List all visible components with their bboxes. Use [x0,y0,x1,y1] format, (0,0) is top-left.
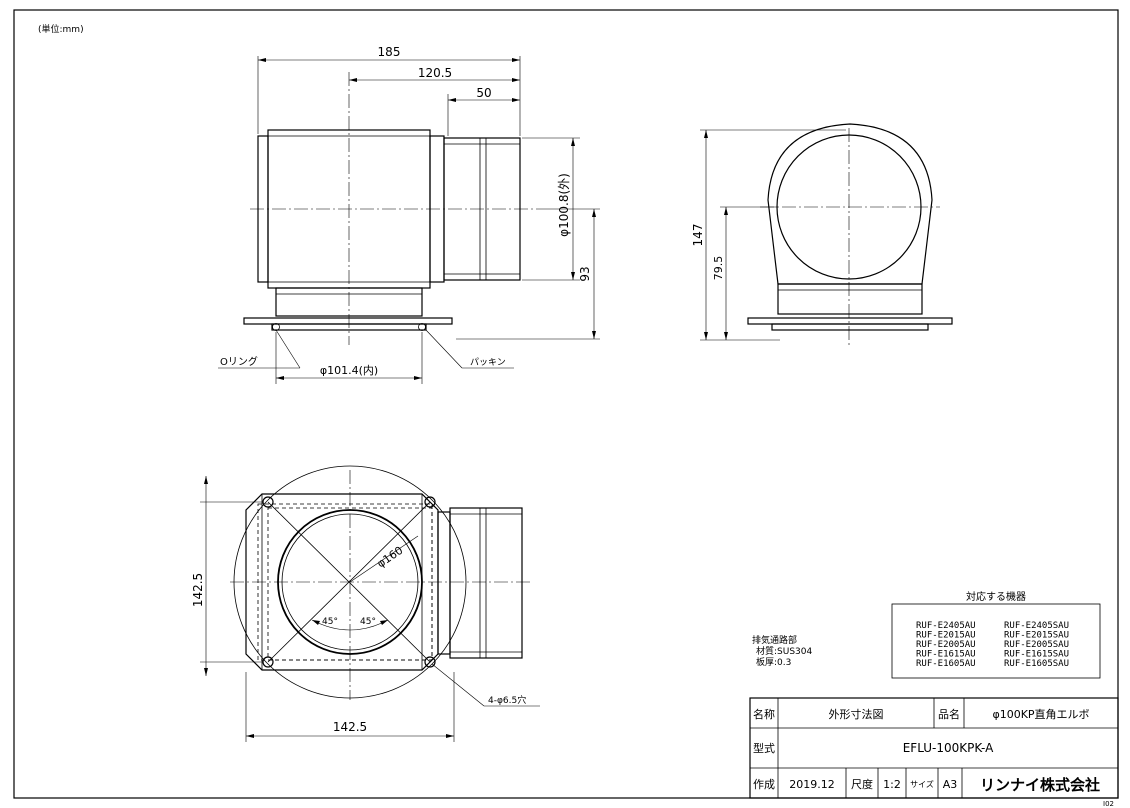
compatible-model: RUF-E1615AU [916,650,976,660]
dim-142-5-horizontal: 142.5 [333,720,367,734]
dim-79-5: 79.5 [712,256,725,281]
title-block: 名称 外形寸法図 品名 φ100KP直角エルボ 型式 EFLU-100KPK-A… [749,697,1119,808]
company-name: リンナイ株式会社 [980,776,1100,794]
corner-code: I02 [1103,800,1114,808]
scale-label: 尺度 [851,777,873,791]
dim-inner-diameter: φ101.4(内) [320,363,378,377]
compatible-models: 対応する機器 RUF-E2405AURUF-E2015AURUF-E2005AU… [891,590,1101,679]
angle-left: 45° [322,617,338,627]
dim-50: 50 [476,86,491,100]
compatible-model: RUF-E1605SAU [1004,659,1069,669]
compatible-model: RUF-E2015SAU [1004,631,1069,641]
compatible-title: 対応する機器 [966,590,1026,603]
material-note: 排気通路部 材質:SUS304 板厚:0.3 [752,634,812,668]
label-oring: Oリング [220,355,258,368]
top-view: φ160 45° 45° 142.5 142.5 4-φ6.5穴 [191,465,540,742]
compatible-model: RUF-E2405AU [916,621,976,631]
size-value: A3 [943,778,958,791]
dim-93: 93 [578,266,592,281]
dim-120-5: 120.5 [418,66,452,80]
hole-note: 4-φ6.5穴 [488,694,526,706]
side-view: 147 79.5 [691,123,953,345]
created-label: 作成 [753,778,775,791]
name-value: 外形寸法図 [829,707,884,721]
compatible-model: RUF-E1615SAU [1004,650,1069,660]
dim-142-5-vertical: 142.5 [191,573,205,607]
scale-value: 1:2 [883,778,901,791]
product-value: φ100KP直角エルボ [992,707,1089,721]
model-label: 型式 [753,741,775,755]
compatible-model: RUF-E2405SAU [1004,621,1069,631]
dim-outer-diameter: φ100.8(外) [557,173,571,237]
compatible-model: RUF-E2015AU [916,631,976,641]
model-value: EFLU-100KPK-A [903,741,994,755]
name-label: 名称 [753,707,775,721]
dim-185: 185 [378,45,401,59]
created-value: 2019.12 [789,778,835,791]
unit-note: (単位:mm) [38,23,84,35]
front-view: 185 120.5 50 φ100.8(外) 93 φ101.4(内) [218,45,600,384]
label-packing: パッキン [470,357,506,368]
angle-right: 45° [360,617,376,627]
dim-dia-160: φ160 [375,544,406,571]
svg-text:板厚:0.3: 板厚:0.3 [756,656,791,668]
dim-147: 147 [691,224,705,247]
compatible-model: RUF-E2005AU [916,640,976,650]
compatible-model: RUF-E1605AU [916,659,976,669]
compatible-model: RUF-E2005SAU [1004,640,1069,650]
svg-text:排気通路部: 排気通路部 [752,634,797,646]
size-label: サイズ [910,779,934,789]
product-label: 品名 [938,707,960,721]
svg-text:材質:SUS304: 材質:SUS304 [756,645,812,657]
sheet-border [13,9,1119,799]
